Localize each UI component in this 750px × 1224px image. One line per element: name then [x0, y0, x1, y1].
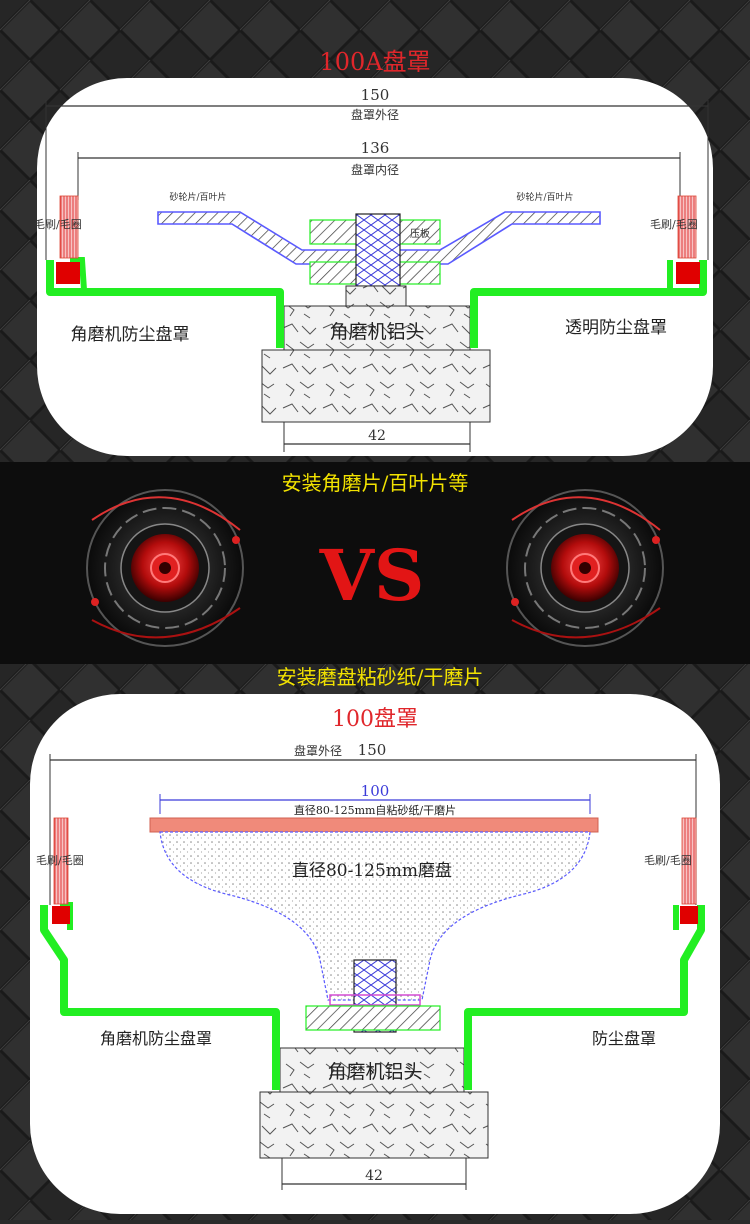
top-right-cover-label: 透明防尘盘罩: [565, 318, 667, 338]
vs-text: VS: [319, 534, 425, 617]
top-outer-label: 盘罩外径: [351, 107, 399, 122]
top-head-upper: [283, 305, 471, 351]
bottom-cover-left: [40, 905, 280, 1090]
bottom-head-dim: 42: [365, 1168, 383, 1184]
top-brush-left: [59, 195, 79, 259]
bottom-brush-left: [53, 817, 69, 905]
top-disc-label-left: 砂轮片/百叶片: [169, 191, 226, 203]
bottom-brush-label-left: 毛刷/毛圈: [36, 854, 84, 867]
top-panel: 100A盘罩 150 盘罩外径 136 盘罩内径 砂轮片/百叶片 砂轮片/百叶片…: [34, 48, 713, 456]
bottom-brush-base-left: [52, 906, 70, 924]
top-outer-dim: 150: [361, 86, 390, 104]
top-brush-label-right: 毛刷/毛圈: [650, 218, 698, 231]
bottom-brush-right: [681, 817, 697, 905]
top-head-lower: [261, 349, 491, 423]
banner-bottom-caption: 安装磨盘粘砂纸/干磨片: [277, 665, 484, 689]
top-cover-left: [46, 260, 284, 348]
top-nut-label: 压板: [410, 227, 430, 240]
bottom-left-cover-label: 角磨机防尘盘罩: [100, 1029, 212, 1048]
bottom-brush-label-right: 毛刷/毛圈: [644, 854, 692, 867]
top-brush-base-right: [676, 262, 700, 284]
bottom-sandpaper: [149, 817, 599, 833]
bottom-outer-dim: 150: [358, 741, 387, 759]
right-eye-graphic: [506, 489, 664, 647]
top-head-dim: 42: [368, 428, 386, 444]
bottom-paper-label: 直径80-125mm自粘砂纸/干磨片: [294, 803, 456, 817]
top-brush-right: [677, 195, 697, 259]
vs-banner: 安装角磨片/百叶片等 VS: [0, 462, 750, 664]
top-spindle: [355, 213, 401, 287]
top-brush-label-left: 毛刷/毛圈: [34, 218, 82, 231]
bottom-flange: [305, 1005, 441, 1031]
bottom-outer-label: 盘罩外径: [294, 743, 342, 758]
top-cover-left-lip: [70, 257, 87, 291]
top-inner-label: 盘罩内径: [351, 162, 399, 177]
bottom-head-label: 角磨机铝头: [327, 1061, 422, 1083]
bottom-head-upper: [279, 1047, 465, 1093]
top-title: 100A盘罩: [319, 48, 430, 76]
bottom-sanding-pad: [159, 831, 591, 1001]
top-inner-dim: 136: [361, 139, 390, 157]
top-brush-base-left: [56, 262, 80, 284]
bottom-spindle-washer: [329, 994, 421, 1006]
top-head-label: 角磨机铝头: [329, 321, 424, 343]
left-eye-graphic: [86, 489, 244, 647]
top-disc-label-right: 砂轮片/百叶片: [516, 191, 573, 203]
bottom-brush-base-right: [680, 906, 698, 924]
banner-top-caption: 安装角磨片/百叶片等: [282, 471, 469, 495]
bottom-pad-label: 直径80-125mm磨盘: [292, 861, 452, 881]
bottom-panel: 100盘罩 盘罩外径 150 100 直径80-125mm自粘砂纸/干磨片 直径…: [30, 694, 720, 1214]
bottom-title: 100盘罩: [332, 707, 418, 732]
top-grinding-disc: [157, 211, 601, 265]
top-left-cover-label: 角磨机防尘盘罩: [71, 325, 190, 345]
bottom-head-lower: [259, 1091, 489, 1159]
bottom-right-cover-label: 防尘盘罩: [592, 1029, 656, 1048]
bottom-cover-right: [464, 905, 705, 1090]
top-cover-right: [470, 260, 707, 348]
bottom-pad-dim: 100: [361, 782, 390, 800]
